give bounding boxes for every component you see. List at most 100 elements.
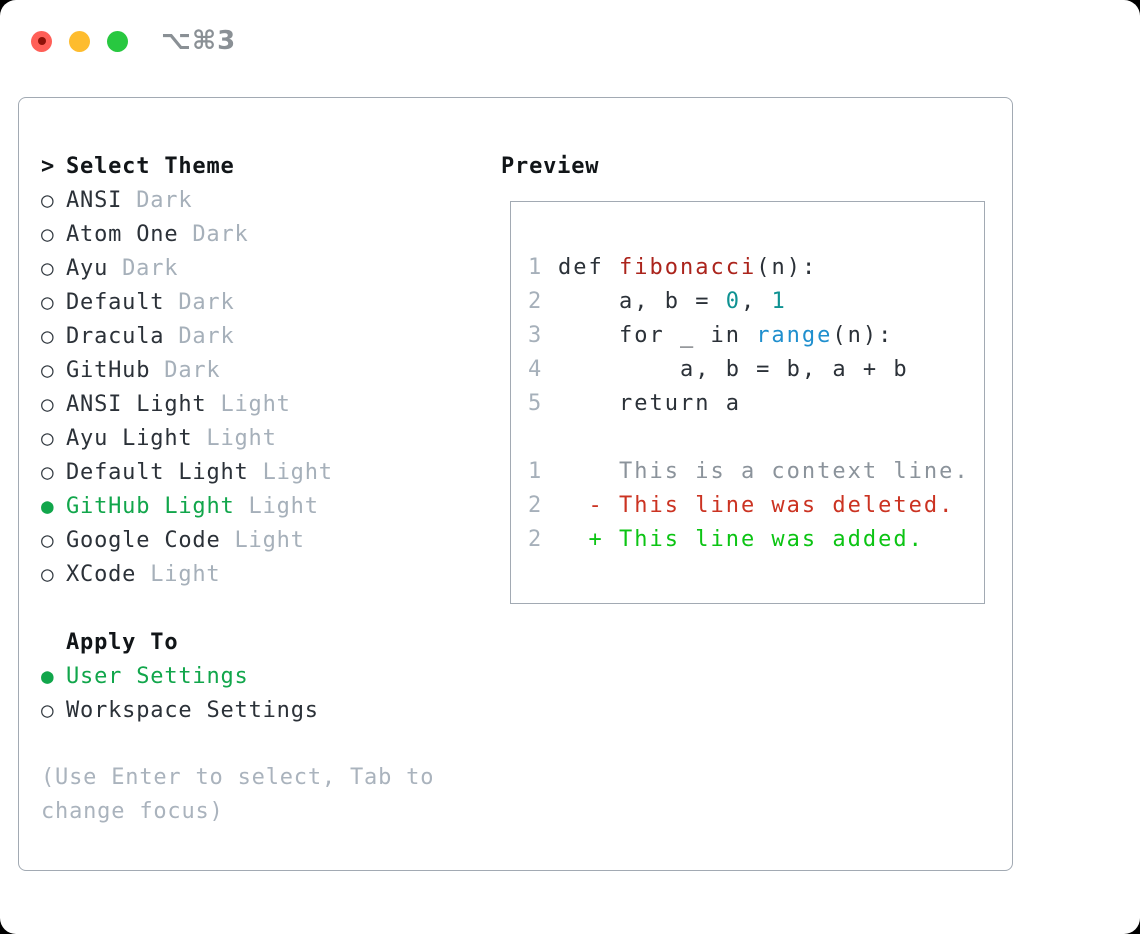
- option-label: GitHub Light: [66, 493, 235, 519]
- option-label: Default: [66, 289, 165, 315]
- radio-marker: ●: [41, 664, 55, 688]
- apply-to-title: Apply To: [66, 629, 179, 655]
- theme-variant-badge: Dark: [122, 255, 179, 281]
- code-segment-code: for _ in: [558, 322, 757, 348]
- theme-variant-badge: Light: [220, 391, 291, 417]
- theme-variant-badge: Dark: [192, 221, 249, 247]
- radio-marker: ○: [41, 290, 55, 314]
- preview-line: 1 This is a context line.: [528, 454, 984, 488]
- theme-variant-badge: Light: [262, 459, 333, 485]
- option-label: Atom One: [66, 221, 179, 247]
- window-title: ⌥⌘3: [161, 26, 237, 56]
- code-segment-add: + This line was added.: [558, 526, 924, 552]
- apply-to-section: Apply To ● User Settings ○ Workspace Settin…: [41, 625, 461, 727]
- code-segment-num: 1: [771, 288, 787, 314]
- theme-variant-badge: Dark: [178, 323, 235, 349]
- option-label: Dracula: [66, 323, 165, 349]
- apply-to-options: ● User Settings ○ Workspace Settings: [41, 659, 461, 727]
- option-label: Workspace Settings: [66, 697, 319, 723]
- preview-line: 2 - This line was deleted.: [528, 488, 984, 522]
- preview-line: 1 def fibonacci(n):: [528, 250, 984, 284]
- theme-variant-badge: Light: [150, 561, 221, 587]
- theme-list-title: Select Theme: [66, 153, 235, 179]
- apply-to-option[interactable]: ● User Settings: [41, 659, 461, 693]
- theme-variant-badge: Light: [248, 493, 319, 519]
- code-segment-func: fibonacci: [618, 254, 757, 280]
- prompt-marker: >: [41, 153, 56, 179]
- line-number: 1: [528, 458, 544, 484]
- code-segment-num: 0: [725, 288, 741, 314]
- preview-line: 2 a, b = 0, 1: [528, 284, 984, 318]
- code-segment-builtin: range: [756, 322, 833, 348]
- radio-marker: ○: [41, 188, 55, 212]
- theme-variant-badge: Dark: [178, 289, 235, 315]
- radio-marker: ○: [41, 426, 55, 450]
- code-segment-code: (n):: [756, 254, 818, 280]
- code-segment-code: def: [558, 254, 619, 280]
- radio-marker: ○: [41, 358, 55, 382]
- theme-variant-badge: Dark: [136, 187, 193, 213]
- apply-to-option[interactable]: ○ Workspace Settings: [41, 693, 461, 727]
- line-number: 2: [528, 288, 544, 314]
- preview-title: Preview: [501, 153, 600, 179]
- theme-variant-badge: Light: [234, 527, 305, 553]
- code-segment-code: a, b = b, a + b: [558, 356, 909, 382]
- option-label: Default Light: [66, 459, 249, 485]
- option-label: Google Code: [66, 527, 221, 553]
- help-text: (Use Enter to select, Tab to change focu…: [41, 765, 435, 824]
- theme-option[interactable]: ○ XCode Light: [41, 557, 461, 591]
- option-label: Ayu Light: [66, 425, 193, 451]
- apply-to-header: Apply To: [41, 625, 461, 659]
- theme-option[interactable]: ○ ANSI Dark: [41, 183, 461, 217]
- minimize-button[interactable]: [69, 30, 90, 52]
- theme-variant-badge: Light: [206, 425, 277, 451]
- option-label: GitHub: [66, 357, 151, 383]
- theme-option[interactable]: ○ Dracula Dark: [41, 319, 461, 353]
- theme-option[interactable]: ○ Atom One Dark: [41, 217, 461, 251]
- zoom-button[interactable]: [107, 30, 128, 52]
- close-button[interactable]: [31, 30, 52, 52]
- line-number: 1: [528, 254, 544, 280]
- theme-list-header: > Select Theme: [41, 149, 461, 183]
- line-number: 3: [528, 322, 544, 348]
- option-label: User Settings: [66, 663, 249, 689]
- preview-line: 5 return a: [528, 386, 984, 420]
- radio-marker: ○: [41, 256, 55, 280]
- radio-marker: ○: [41, 392, 55, 416]
- option-label: ANSI Light: [66, 391, 207, 417]
- preview-line: 4 a, b = b, a + b: [528, 352, 984, 386]
- theme-option[interactable]: ○ Default Dark: [41, 285, 461, 319]
- code-segment-code: a, b =: [558, 288, 726, 314]
- code-segment-code: (n):: [832, 322, 894, 348]
- line-number: 4: [528, 356, 544, 382]
- line-number: 2: [528, 526, 544, 552]
- radio-marker: ○: [41, 562, 55, 586]
- titlebar: ⌥⌘3: [31, 26, 236, 56]
- preview-line: 2 + This line was added.: [528, 522, 984, 556]
- code-segment-code: ,: [740, 288, 772, 314]
- theme-option[interactable]: ○ Google Code Light: [41, 523, 461, 557]
- code-segment-ctx: This is a context line.: [558, 458, 970, 484]
- option-label: XCode: [66, 561, 137, 587]
- theme-option[interactable]: ○ Ayu Light Light: [41, 421, 461, 455]
- preview-line: 3 for _ in range(n):: [528, 318, 984, 352]
- theme-option[interactable]: ○ GitHub Dark: [41, 353, 461, 387]
- radio-marker: ○: [41, 698, 55, 722]
- radio-marker: ○: [41, 528, 55, 552]
- radio-marker: ○: [41, 222, 55, 246]
- radio-marker: ○: [41, 324, 55, 348]
- theme-option[interactable]: ○ ANSI Light Light: [41, 387, 461, 421]
- theme-variant-badge: Dark: [164, 357, 221, 383]
- option-label: ANSI: [66, 187, 123, 213]
- line-number: 5: [528, 390, 544, 416]
